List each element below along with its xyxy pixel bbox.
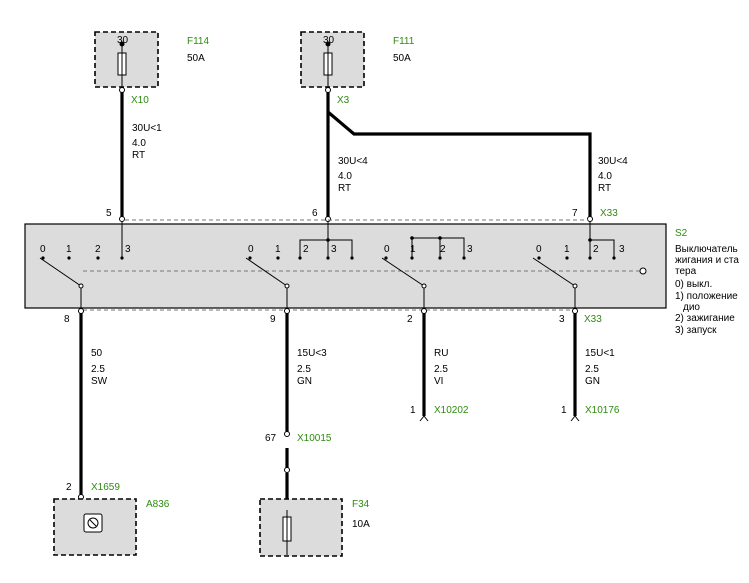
pin-5: 5 [106, 208, 112, 219]
wire-w3b-color: GN [585, 376, 600, 387]
switch-desc-line-0: Выключатель [675, 244, 738, 255]
switch-id: S2 [675, 228, 688, 239]
wire-w3b-signal: 15U<1 [585, 348, 615, 359]
g1-pos-3: 3 [125, 244, 131, 255]
connector-x10015: X10015 [297, 433, 332, 444]
fuse-f111-id: F111 [393, 36, 415, 47]
wire-w8-signal: 50 [91, 348, 103, 359]
ignition-switch-s2[interactable]: 0 1 2 3 0 1 2 3 0 1 2 3 0 1 2 3 [24, 219, 667, 311]
switch-body [24, 223, 667, 309]
switch-desc-line-1: жигания и ста [675, 255, 739, 266]
a836-box [53, 498, 137, 556]
wire-w2-signal: 30U<4 [338, 156, 368, 167]
fuse-f114-pin: 30 [117, 35, 129, 46]
g2-contact-lever [245, 257, 288, 287]
g3-pos-2: 2 [440, 244, 446, 255]
connector-x33-top: X33 [600, 208, 618, 219]
wire-w1-signal: 30U<1 [132, 123, 162, 134]
x10202-pin: 1 [410, 405, 416, 416]
a836-pin: 2 [66, 482, 72, 493]
wire-w1-color: RT [132, 150, 145, 161]
wire-w9-size: 2.5 [297, 364, 311, 375]
fuse-f34-rating: 10A [352, 519, 370, 530]
g3-pos-0: 0 [384, 244, 390, 255]
wire-30u4[interactable] [326, 92, 592, 218]
connector-x33-bottom: X33 [584, 314, 602, 325]
g2-pos-3: 3 [331, 244, 337, 255]
pin-8: 8 [64, 314, 70, 325]
switch-desc-line-6: 2) зажигание [675, 313, 735, 324]
fuse-f114[interactable] [94, 31, 159, 88]
wire-w2-color: RT [338, 183, 351, 194]
wire-w3b-size: 2.5 [585, 364, 599, 375]
g4-contact-lever [532, 257, 576, 287]
component-a836[interactable] [53, 498, 137, 556]
g3-pos-3: 3 [467, 244, 473, 255]
connector-x3: X3 [337, 95, 350, 106]
g3-contact-lever [381, 257, 425, 287]
fuse-f34-box [259, 498, 343, 557]
wire-w2-size: 4.0 [338, 171, 352, 182]
pin-6: 6 [312, 208, 318, 219]
fuse-f114-id: F114 [187, 36, 209, 47]
wire-w1-size: 4.0 [132, 138, 146, 149]
switch-desc-line-5: дио [683, 302, 700, 313]
g1-pos-0: 0 [40, 244, 46, 255]
g3-pos-1: 1 [410, 244, 416, 255]
switch-desc-line-2: тера [675, 266, 697, 277]
g1-contact-lever [39, 257, 82, 287]
g2-pos-0: 0 [248, 244, 254, 255]
pin-9: 9 [270, 314, 276, 325]
pin-7: 7 [572, 208, 578, 219]
wire-w3-color: RT [598, 183, 611, 194]
connector-x10202: X10202 [434, 405, 469, 416]
a836-id: A836 [146, 499, 170, 510]
switch-actuator-icon [639, 267, 647, 275]
fuse-f34-id: F34 [352, 499, 370, 510]
g2-pos-1: 1 [275, 244, 281, 255]
wire-w2b-signal: RU [434, 348, 448, 359]
wire-w8-size: 2.5 [91, 364, 105, 375]
g4-pos-3: 3 [619, 244, 625, 255]
x10015-pin: 67 [265, 433, 277, 444]
connector-x1659: X1659 [91, 482, 120, 493]
pin-3: 3 [559, 314, 565, 325]
connector-x10: X10 [131, 95, 149, 106]
pin-2: 2 [407, 314, 413, 325]
g4-pos-1: 1 [564, 244, 570, 255]
switch-desc-line-7: 3) запуск [675, 325, 717, 336]
wire-w8-color: SW [91, 376, 108, 387]
fuse-f111-rating: 50A [393, 53, 411, 64]
wire-w9-color: GN [297, 376, 312, 387]
switch-desc-line-4: 1) положение [675, 291, 738, 302]
g2-pos-2: 2 [303, 244, 309, 255]
wire-w2b-color: VI [434, 376, 443, 387]
wire-w3-size: 4.0 [598, 171, 612, 182]
connector-x10176: X10176 [585, 405, 620, 416]
g4-pos-2: 2 [593, 244, 599, 255]
wire-w9-signal: 15U<3 [297, 348, 327, 359]
fuse-f114-rating: 50A [187, 53, 205, 64]
x10176-pin: 1 [561, 405, 567, 416]
wire-w2b-size: 2.5 [434, 364, 448, 375]
fuse-f34[interactable] [259, 498, 343, 557]
g4-pos-0: 0 [536, 244, 542, 255]
g1-pos-1: 1 [66, 244, 72, 255]
g1-pos-2: 2 [95, 244, 101, 255]
fuse-f111-pin: 30 [323, 35, 335, 46]
wire-w3-signal: 30U<4 [598, 156, 628, 167]
fuse-f111[interactable] [300, 31, 365, 88]
switch-desc-line-3: 0) выкл. [675, 279, 712, 290]
